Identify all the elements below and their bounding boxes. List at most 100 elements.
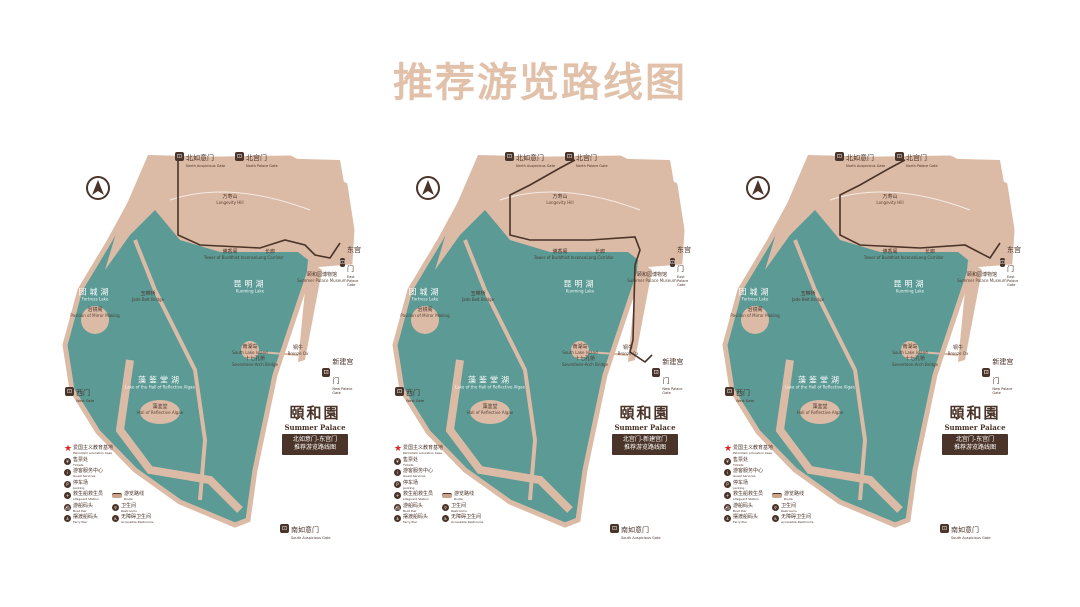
boat-icon: ⛴	[724, 503, 731, 511]
legend-label-en: parking	[73, 485, 85, 490]
place-name: 铜牛	[292, 345, 304, 352]
tour-route-line	[839, 159, 1001, 260]
place-name-en: Summer Palace Museum	[957, 277, 1007, 283]
lifeguard-icon: +	[394, 492, 401, 499]
gate-icon: ⊡	[982, 367, 991, 377]
gate-name-en: North Auspicious Gate	[186, 164, 226, 168]
gate-name: 东宫门	[677, 246, 692, 273]
gate-name: 西门	[76, 389, 90, 397]
place-name: 治镜阁	[747, 307, 763, 314]
east-dike	[628, 260, 652, 362]
gate-name-en: North Auspicious Gate	[846, 164, 886, 168]
gate-icon: ⊡	[940, 524, 949, 533]
gate-icon: ⊡	[1000, 257, 1006, 267]
gate-icon: ⊡	[280, 524, 289, 533]
gate-name: 新建宫门	[332, 358, 354, 385]
legend-label-en: Guest Services	[73, 474, 96, 478]
legend-label-en: Patriotism education base	[403, 451, 443, 455]
place-name-en: Jade Belt Bridge	[461, 296, 495, 302]
place-name: 南湖岛	[242, 344, 258, 351]
legend-label: 卫生间	[121, 502, 137, 509]
legend-label: 售票处	[403, 456, 419, 463]
gate-name-en: West Gate	[76, 399, 95, 403]
place-name-en: Bronze Ox	[617, 350, 639, 356]
gate-icon: ⊡	[565, 152, 574, 161]
south-lake-island	[901, 341, 919, 359]
zhijingge-island	[81, 306, 109, 334]
place-name-en: Long Corridor	[916, 254, 944, 260]
legend-label-en: Patriotism education base	[733, 451, 773, 455]
info-icon: i	[64, 469, 71, 476]
east-dike	[298, 260, 322, 362]
route-title-line1: 北宫门-东宫门	[955, 436, 995, 443]
west-dike	[793, 239, 868, 501]
legend-label: 停车场	[403, 479, 419, 486]
place-name: 长廊	[924, 249, 935, 256]
place-name-en: Jade Belt Bridge	[791, 296, 825, 302]
gate-icon: ⊡	[235, 152, 244, 161]
place-name: 颐和园博物馆	[966, 272, 998, 279]
gate-name: 西门	[406, 389, 420, 397]
legend-label: 卫生间	[451, 502, 467, 509]
route-icon	[442, 493, 452, 498]
place-name: 佛香阁	[222, 249, 238, 256]
place-name: 铜牛	[622, 345, 634, 352]
legend-label-en: Tickets	[403, 462, 414, 467]
gate-name-en: South Auspicious Gate	[291, 536, 331, 540]
place-name-en: Longevity Hill	[876, 199, 904, 205]
gate-icon: ⊡	[175, 152, 184, 161]
place-name-en: Tower of Buddhist Incense	[533, 254, 587, 260]
gate-name-en: South Auspicious Gate	[621, 536, 661, 540]
